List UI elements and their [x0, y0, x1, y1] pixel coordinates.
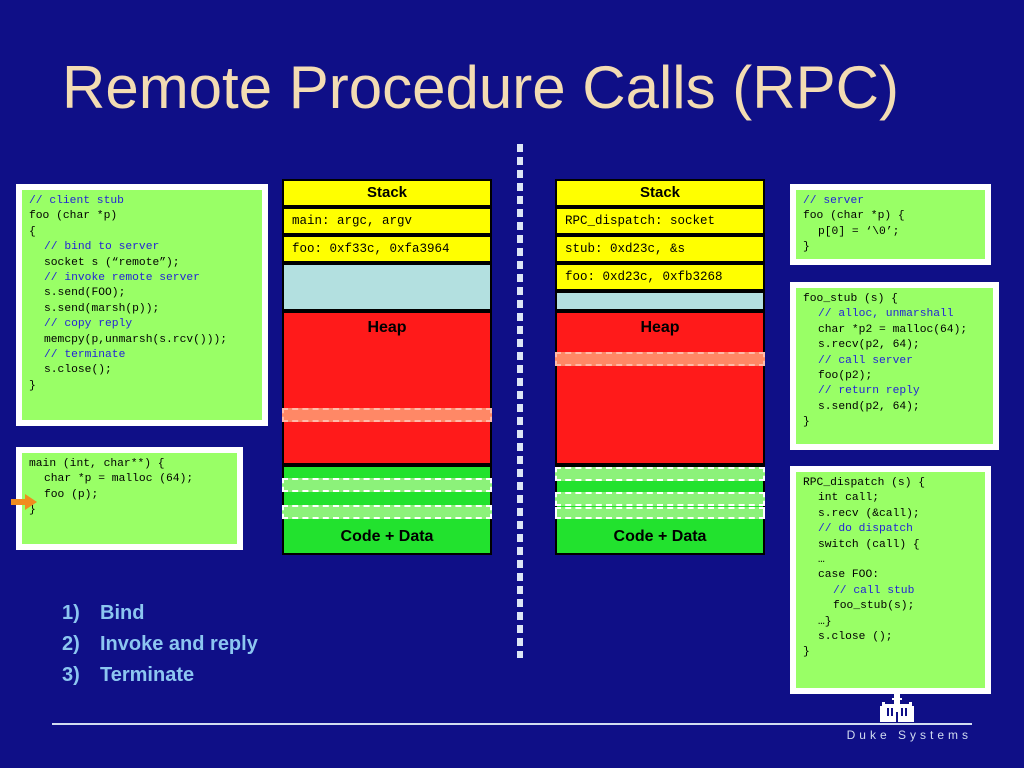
code-comment-line: // invoke remote server: [44, 272, 200, 285]
code-comment-line: // server: [803, 195, 865, 207]
code-comment-line: // return reply: [818, 385, 920, 398]
server-data-segment: [555, 467, 765, 481]
server-stack-free: [555, 291, 765, 311]
server-code: // server foo (char *p) { p[0] = ‘\0’;}: [796, 190, 985, 256]
code-line: s.recv(p2, 64);: [818, 339, 920, 352]
step-number: 2): [62, 633, 80, 655]
code-line: case FOO:: [818, 569, 880, 582]
step-item: 2) Invoke and reply: [62, 629, 258, 660]
code-line: socket s (“remote”);: [44, 256, 180, 269]
client-stack-free: [282, 263, 492, 311]
step-label: Invoke and reply: [100, 633, 258, 655]
main-code: main (int, char**) { char *p = malloc (64…: [22, 453, 237, 519]
step-item: 3) Terminate: [62, 660, 258, 691]
dispatch-code-box: RPC_dispatch (s) { int call; s.recv (&call…: [790, 466, 991, 694]
client-stack-frame-foo: foo: 0xf33c, 0xfa3964: [282, 235, 492, 263]
server-stack-frame-dispatch: RPC_dispatch: socket: [555, 207, 765, 235]
foo-stub-code-box: foo_stub (s) { // alloc, unmarshall char *…: [790, 282, 999, 450]
code-line: s.close();: [44, 364, 112, 377]
server-code-data-label: Code + Data: [613, 528, 707, 545]
slide-title: Remote Procedure Calls (RPC): [62, 54, 899, 121]
client-memory-diagram: Stack main: argc, argv foo: 0xf33c, 0xfa…: [282, 179, 492, 555]
step-number: 1): [62, 602, 80, 624]
code-line: foo (p);: [44, 488, 99, 501]
code-line: foo_stub (s) {: [803, 293, 898, 305]
code-line: foo (char *p): [29, 210, 118, 223]
client-stack-frame-main: main: argc, argv: [282, 207, 492, 235]
step-item: 1) Bind: [62, 598, 258, 629]
client-server-divider: [517, 144, 523, 658]
server-stack-frame-foo: foo: 0xd23c, 0xfb3268: [555, 263, 765, 291]
code-line: }: [803, 241, 810, 254]
step-label: Bind: [100, 602, 145, 624]
footer-brand: Duke Systems: [846, 728, 972, 742]
code-line: s.close ();: [818, 631, 893, 644]
server-heap: Heap: [555, 311, 765, 465]
code-line: {: [29, 225, 36, 238]
footer-rule: [52, 723, 972, 725]
code-line: }: [803, 646, 810, 659]
steps-list: 1) Bind 2) Invoke and reply 3) Terminate: [62, 598, 258, 691]
server-stack-header: Stack: [555, 179, 765, 207]
code-line: char *p2 = malloc(64);: [818, 323, 968, 336]
step-number: 3): [62, 664, 80, 686]
client-heap: Heap: [282, 311, 492, 465]
code-comment-line: // copy reply: [44, 318, 133, 331]
code-line: …}: [818, 615, 832, 628]
code-comment-line: // call stub: [833, 584, 915, 597]
code-line: RPC_dispatch (s) {: [803, 477, 926, 489]
code-line: s.send(FOO);: [44, 287, 126, 300]
client-data-segment: [282, 505, 492, 519]
code-line: s.recv (&call);: [818, 507, 920, 520]
arrow-pointer-icon: [11, 494, 37, 510]
server-memory-diagram: Stack RPC_dispatch: socket stub: 0xd23c,…: [555, 179, 765, 555]
code-comment-line: // do dispatch: [818, 523, 913, 536]
server-heap-buffer: [555, 352, 765, 366]
code-comment-line: // bind to server: [44, 241, 160, 254]
client-stub-code: // client stub foo (char *p) { // bind to s…: [22, 190, 262, 394]
server-data-segment: [555, 492, 765, 506]
dispatch-code: RPC_dispatch (s) { int call; s.recv (&call…: [796, 472, 985, 661]
server-stack-frame-stub: stub: 0xd23c, &s: [555, 235, 765, 263]
foo-stub-code: foo_stub (s) { // alloc, unmarshall char *…: [796, 288, 993, 431]
client-stub-code-box: // client stub foo (char *p) { // bind to s…: [16, 184, 268, 426]
step-label: Terminate: [100, 664, 195, 686]
code-line: s.send(p2, 64);: [818, 400, 920, 413]
server-code-box: // server foo (char *p) { p[0] = ‘\0’;}: [790, 184, 991, 265]
client-heap-buffer: [282, 408, 492, 422]
code-line: int call;: [818, 492, 880, 505]
client-code-data-label: Code + Data: [340, 528, 434, 545]
code-comment-line: // terminate: [44, 349, 126, 362]
code-line: }: [29, 504, 36, 517]
code-line: }: [803, 416, 810, 429]
code-line: foo(p2);: [818, 370, 873, 383]
code-line: …: [818, 554, 825, 567]
code-comment-line: // client stub: [29, 195, 124, 207]
code-line: memcpy(p,unmarsh(s.rcv()));: [44, 333, 228, 346]
server-heap-label: Heap: [640, 319, 680, 336]
code-line: switch (call) {: [818, 538, 920, 551]
code-comment-line: // alloc, unmarshall: [818, 308, 954, 321]
code-line: foo_stub(s);: [833, 600, 915, 613]
code-line: main (int, char**) {: [29, 458, 165, 470]
code-line: foo (char *p) {: [803, 210, 905, 223]
code-line: p[0] = ‘\0’;: [818, 225, 900, 238]
client-heap-label: Heap: [367, 319, 407, 336]
code-line: char *p = malloc (64);: [44, 473, 194, 486]
main-code-box: main (int, char**) { char *p = malloc (64…: [16, 447, 243, 550]
client-data-segment: [282, 478, 492, 492]
code-comment-line: // call server: [818, 354, 913, 367]
client-stack-header: Stack: [282, 179, 492, 207]
duke-chapel-logo-icon: [880, 692, 914, 722]
server-data-segment: [555, 507, 765, 519]
code-line: }: [29, 379, 36, 392]
code-line: s.send(marsh(p));: [44, 302, 160, 315]
